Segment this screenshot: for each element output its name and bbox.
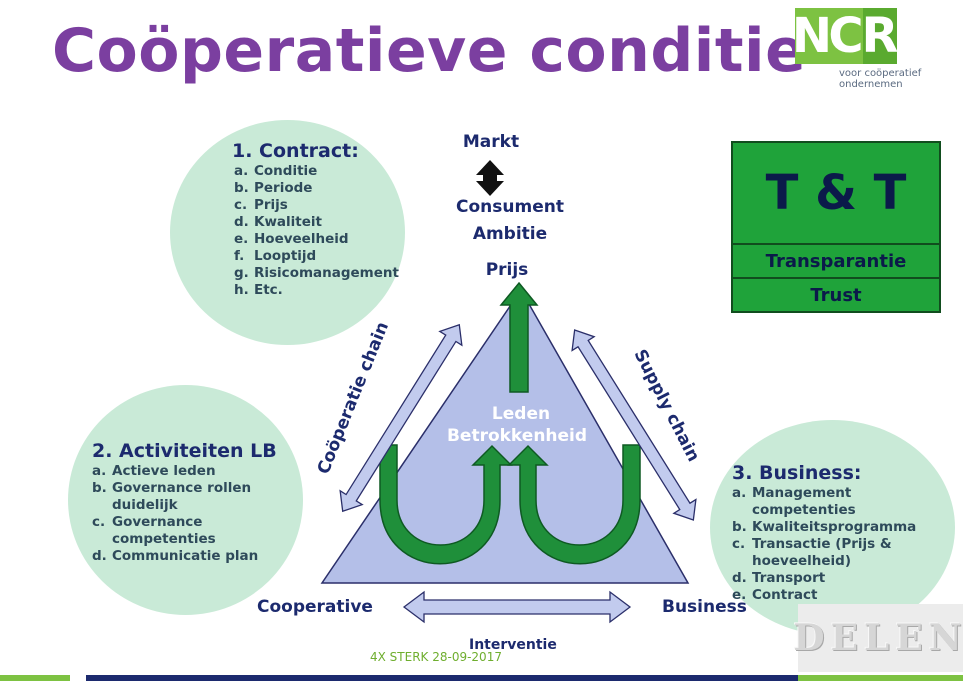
markt-consument-arrow — [476, 160, 504, 196]
tt-box: T & T Transparantie Trust — [731, 141, 941, 313]
business-text: 3. Business: a.Management competenties b… — [732, 462, 916, 604]
activiteiten-item: competenties — [112, 531, 216, 547]
business-item: competenties — [752, 502, 856, 518]
business-heading: 3. Business: — [732, 462, 862, 484]
contract-text: 1. Contract: a.Conditie b.Periode c.Prij… — [232, 140, 399, 299]
activiteiten-item: c.Governance — [92, 514, 203, 530]
activiteiten-item: a.Actieve leden — [92, 463, 216, 479]
delen-image: DELEN — [793, 604, 963, 672]
business-item: d.Transport — [732, 570, 826, 586]
prijs-label: Prijs — [485, 260, 529, 280]
business-item: b.Kwaliteitsprogramma — [732, 519, 917, 535]
logo-subtitle-line2: ondernemen — [839, 79, 903, 90]
contract-item: f.Looptijd — [234, 248, 317, 264]
business-item: a.Management — [732, 485, 852, 501]
activiteiten-item: duidelijk — [112, 497, 178, 513]
center-label-line2: Betrokkenheid — [447, 426, 587, 446]
contract-item: c.Prijs — [234, 197, 288, 213]
contract-heading: 1. Contract: — [232, 140, 359, 162]
logo-subtitle: voor coöperatief ondernemen — [839, 68, 929, 90]
center-label-line1: Leden — [492, 404, 550, 424]
page-title: Coöperatieve conditie — [52, 16, 807, 86]
right-u-arrow — [507, 444, 641, 565]
cooperative-business-arrow — [402, 590, 632, 624]
activiteiten-heading: 2. Activiteiten LB — [92, 440, 277, 462]
ncr-logo: N C R voor coöperatief ondernemen — [791, 8, 935, 103]
activiteiten-item: b.Governance rollen — [92, 480, 252, 496]
footer-text: 4X STERK 28-09-2017 — [370, 650, 502, 664]
contract-item: b.Periode — [234, 180, 313, 196]
ambitie-label: Ambitie — [472, 224, 548, 244]
activiteiten-circle — [68, 385, 303, 615]
consument-label: Consument — [456, 197, 564, 217]
contract-list: a.Conditie b.Periode c.Prijs d.Kwaliteit… — [234, 163, 399, 299]
business-circle — [710, 420, 955, 635]
prijs-arrow — [499, 281, 539, 393]
business-item: c.Transactie (Prijs & — [732, 536, 892, 552]
contract-item: e.Hoeveelheid — [234, 231, 349, 247]
cooperatie-chain-arrow — [339, 323, 463, 513]
business-item: hoeveelheid) — [752, 553, 852, 569]
logo-subtitle-line1: voor coöperatief — [839, 68, 922, 79]
logo-letter-n: N — [791, 8, 833, 64]
tt-trust: Trust — [733, 277, 939, 311]
tt-transparantie: Transparantie — [733, 243, 939, 277]
logo-letter-c: C — [828, 8, 864, 64]
activiteiten-item: d.Communicatie plan — [92, 548, 259, 564]
footer-bar — [0, 675, 963, 681]
contract-item: a.Conditie — [234, 163, 318, 179]
business-label: Business — [662, 597, 747, 617]
markt-label: Markt — [462, 132, 520, 152]
business-item: e.Contract — [732, 587, 818, 603]
logo-letter-r: R — [861, 8, 899, 64]
contract-item: d.Kwaliteit — [234, 214, 322, 230]
interventie-label: Interventie — [469, 637, 557, 653]
tt-heading: T & T — [765, 165, 907, 221]
activiteiten-list: a.Actieve leden b.Governance rollen duid… — [92, 463, 277, 565]
activiteiten-text: 2. Activiteiten LB a.Actieve leden b.Gov… — [92, 440, 277, 565]
contract-circle — [170, 120, 405, 345]
contract-item: h.Etc. — [234, 282, 283, 298]
cooperative-label: Cooperative — [257, 597, 373, 617]
central-triangle — [320, 288, 690, 584]
contract-item: g.Risicomanagement — [234, 265, 399, 281]
supply-chain-arrow — [571, 329, 697, 521]
business-list: a.Management competenties b.Kwaliteitspr… — [732, 485, 916, 604]
